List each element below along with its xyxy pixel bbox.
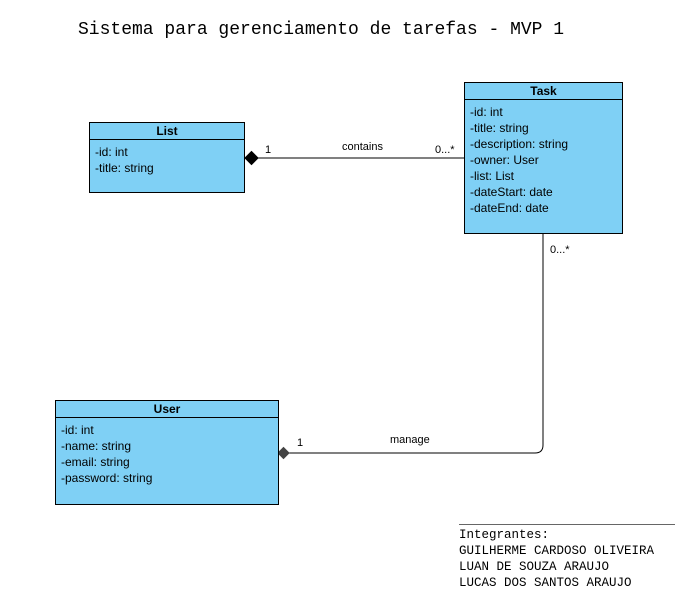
attribute: -id: int: [470, 105, 503, 119]
manage-target-multiplicity: 0...*: [550, 244, 570, 256]
class-user-attributes: -id: int -name: string -email: string -p…: [56, 418, 278, 486]
attribute: -list: List: [470, 169, 515, 183]
attribute: -description: string: [470, 137, 569, 151]
attribute: -owner: User: [470, 153, 539, 167]
attribute: -id: int: [61, 423, 94, 437]
class-user-name: User: [56, 401, 278, 418]
members-note: Integrantes: GUILHERME CARDOSO OLIVEIRA …: [459, 524, 675, 591]
contains-label: contains: [342, 141, 383, 153]
member-name: LUCAS DOS SANTOS ARAUJO: [459, 576, 632, 590]
class-task[interactable]: Task -id: int -title: string -descriptio…: [464, 82, 623, 234]
manage-source-multiplicity: 1: [297, 437, 304, 449]
attribute: -password: string: [61, 471, 153, 485]
diagram-title: Sistema para gerenciamento de tarefas - …: [78, 20, 565, 40]
members-heading: Integrantes:: [459, 528, 550, 542]
class-task-attributes: -id: int -title: string -description: st…: [465, 100, 622, 216]
member-name: LUAN DE SOUZA ARAUJO: [459, 560, 610, 574]
contains-source-multiplicity: 1: [265, 144, 272, 156]
attribute: -title: string: [95, 161, 154, 175]
class-task-name: Task: [465, 83, 622, 100]
attribute: -id: int: [95, 145, 128, 159]
attribute: -dateStart: date: [470, 185, 553, 199]
composition-diamond-user: [277, 446, 290, 460]
contains-target-multiplicity: 0...*: [435, 144, 455, 156]
attribute: -email: string: [61, 455, 130, 469]
attribute: -name: string: [61, 439, 132, 453]
manage-label: manage: [390, 434, 430, 446]
class-list-name: List: [90, 123, 244, 140]
attribute: -title: string: [470, 121, 529, 135]
manage-edge: [289, 234, 544, 454]
class-list[interactable]: List -id: int -title: string: [89, 122, 245, 193]
composition-diamond-list: [244, 150, 259, 166]
attribute: -dateEnd: date: [470, 201, 549, 215]
class-user[interactable]: User -id: int -name: string -email: stri…: [55, 400, 279, 505]
member-name: GUILHERME CARDOSO OLIVEIRA: [459, 544, 655, 558]
class-list-attributes: -id: int -title: string: [90, 140, 244, 176]
